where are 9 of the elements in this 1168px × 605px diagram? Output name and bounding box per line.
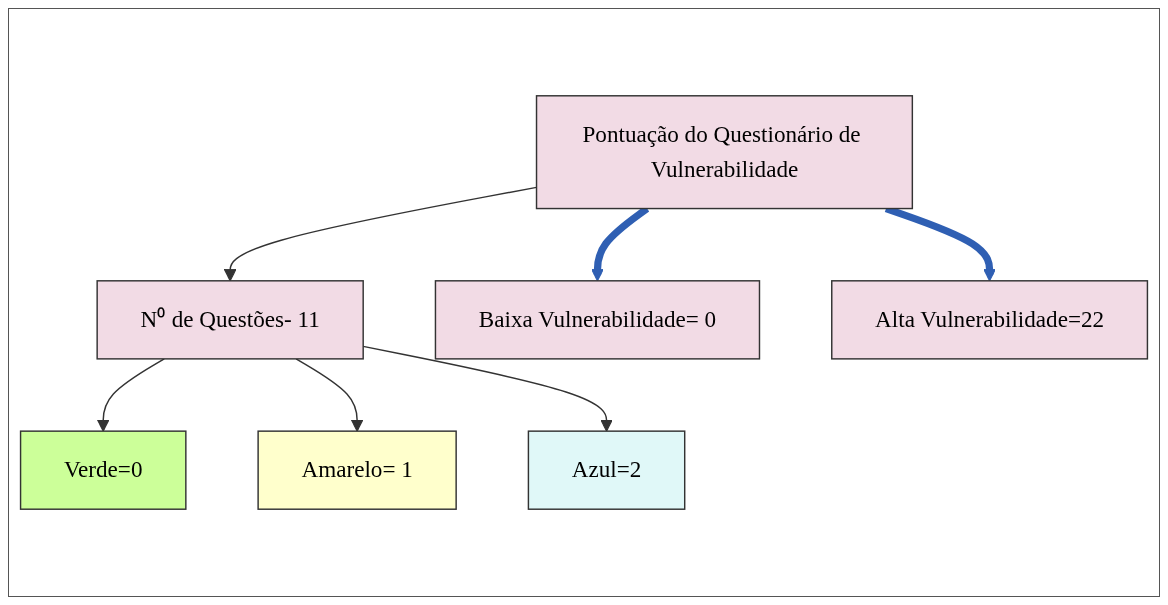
node-box: Pontuação do Questionário de Vulnerabilidade	[535, 95, 914, 210]
node-box: Azul=2	[527, 430, 686, 510]
node-box: N⁰ de Questões- 11	[96, 280, 364, 360]
node-box: Verde=0	[19, 430, 187, 510]
arrow	[96, 358, 165, 432]
node-box: Amarelo= 1	[257, 430, 457, 510]
node-box: Alta Vulnerabilidade=22	[831, 280, 1149, 360]
node-box: Baixa Vulnerabilidade= 0	[434, 280, 761, 360]
arrow	[295, 358, 364, 432]
